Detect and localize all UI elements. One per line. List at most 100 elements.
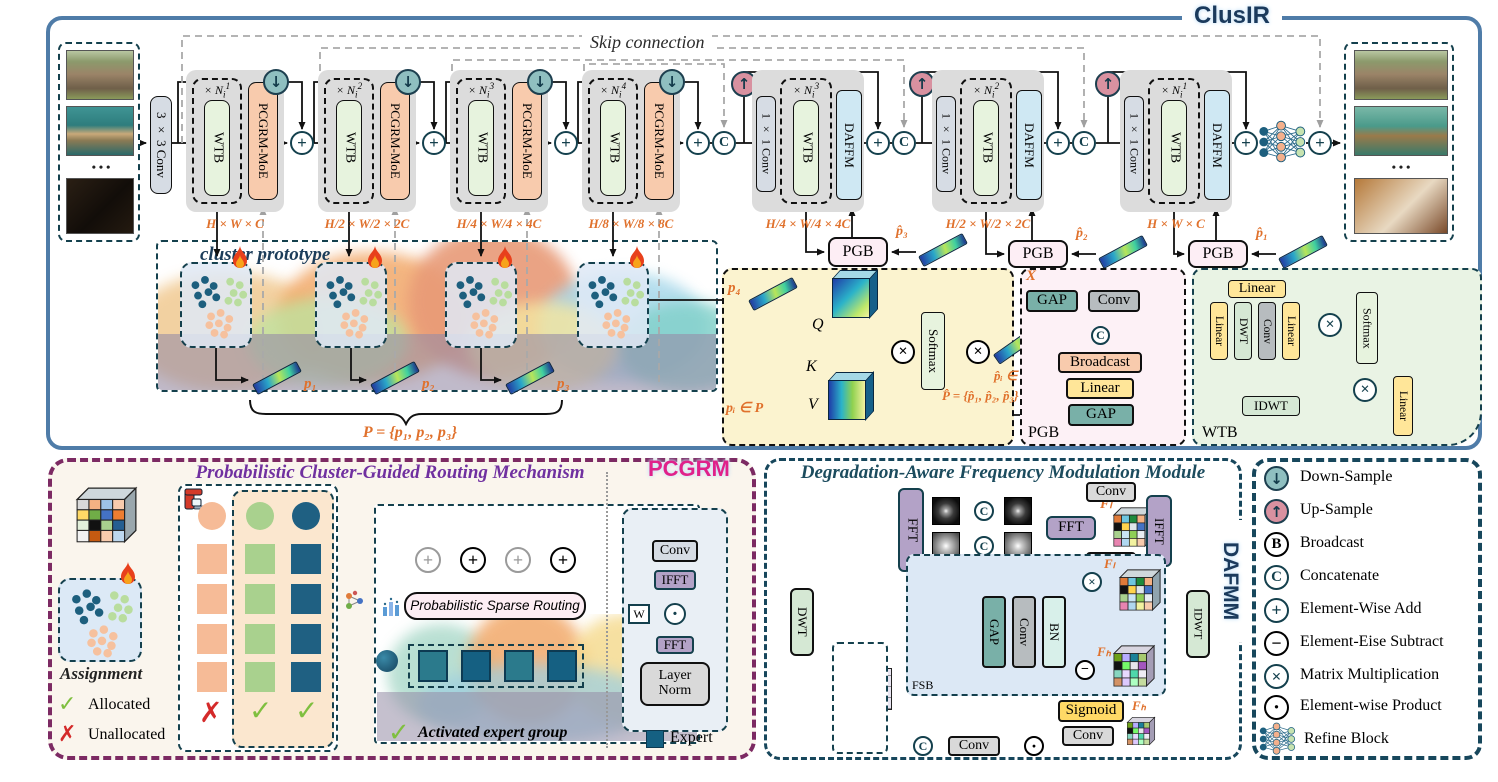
wtb-block-d2: WTB xyxy=(973,100,999,196)
down-sample-icon: ↓ xyxy=(395,69,421,95)
add-icon: + xyxy=(1264,598,1289,623)
concat-op: C xyxy=(1072,131,1096,155)
dafmm-ifft: IFFT xyxy=(1146,495,1172,567)
check-icon: ✓ xyxy=(388,718,410,748)
unalloc-sq xyxy=(197,624,227,654)
prototype-set-label: P = {p₁, p₂, p₃} xyxy=(362,424,458,441)
dim-label-enc1: H × W × C xyxy=(206,216,264,231)
down-sample-icon: ↓ xyxy=(263,69,289,95)
expert-layernorm: Layer Norm xyxy=(640,662,710,706)
cluster-box-1 xyxy=(180,262,252,348)
expert-square xyxy=(461,650,491,682)
dafmm-title: Degradation-Aware Frequency Modulation M… xyxy=(800,462,1206,483)
down-sample-icon: ↓ xyxy=(527,69,553,95)
pcgrm-title: Probabilistic Cluster-Guided Routing Mec… xyxy=(195,462,585,483)
product-icon: · xyxy=(1264,695,1289,720)
check-icon: ✓ xyxy=(295,694,319,727)
up-sample-icon: ↑ xyxy=(909,71,935,97)
pgb-box-3: PGB xyxy=(828,237,888,267)
legend-label: Refine Block xyxy=(1304,730,1389,747)
down-sample-icon: ↓ xyxy=(1264,466,1289,491)
alloc-sq-green xyxy=(245,544,275,574)
dafmm-conv-sig: Conv xyxy=(1062,726,1114,746)
pcgrm-moe-block-2: PCGRM-MoE xyxy=(380,82,410,200)
concat-op: C xyxy=(913,736,933,756)
pcgrm-cluster-box xyxy=(58,578,142,662)
dafmm-fft-h: FFT xyxy=(1046,516,1096,540)
input-image-dark xyxy=(66,178,134,234)
fh2-label: Fₕ xyxy=(1132,698,1146,713)
unalloc-proto-circle xyxy=(198,502,226,530)
rep-label-d3: × Ni3 xyxy=(792,81,820,100)
wtb-linear2: Linear xyxy=(1282,302,1300,360)
alloc-sq-teal xyxy=(291,624,321,654)
legend-label: Matrix Multiplication xyxy=(1300,666,1440,683)
conv1x1-block-d1: 1 × 1 Conv xyxy=(1124,96,1144,192)
concat-op: C xyxy=(974,501,994,521)
subtract-op: − xyxy=(1075,660,1095,680)
add-op: + xyxy=(422,131,446,155)
refine-block-icon xyxy=(1258,119,1308,165)
unalloc-sq xyxy=(197,544,227,574)
alloc-sq-green xyxy=(245,662,275,692)
unalloc-sq xyxy=(197,584,227,614)
dafmm-conv-cat: Conv xyxy=(948,736,1000,756)
value-label: V xyxy=(808,396,818,413)
prototype-ball xyxy=(376,650,398,672)
wtb-group-d3 xyxy=(780,78,832,204)
p4-label: p₄ xyxy=(728,280,741,296)
flame-icon xyxy=(118,562,138,588)
cluster-box-2 xyxy=(315,262,387,348)
fh-fsb-label: Fₕ xyxy=(1097,644,1111,659)
cluster-box-3 xyxy=(445,262,517,348)
wtb-dwt: DWT xyxy=(1234,302,1252,360)
wtb-block-enc1: WTB xyxy=(204,100,230,196)
key-label: K xyxy=(806,358,817,375)
expert-ifft: IFFT xyxy=(654,570,696,590)
add-op: + xyxy=(1308,131,1332,155)
input-image-stack: • • • xyxy=(58,42,140,242)
output-image-elephants xyxy=(1354,50,1448,100)
dim-label-dec1: H × W × C xyxy=(1147,216,1205,231)
dafmm-sigmoid: Sigmoid xyxy=(1058,700,1124,722)
p-hat2-label: p̂₂ xyxy=(1076,226,1088,241)
pcgrm-moe-block-1: PCGRM-MoE xyxy=(248,82,278,200)
broadcast-icon: B xyxy=(1264,532,1289,557)
output-image-stack: • • • xyxy=(1344,42,1454,242)
output-image-bear xyxy=(1354,106,1448,156)
alloc-proto-circle-green xyxy=(246,502,274,530)
fl-top-label: Fₗ xyxy=(1100,497,1112,512)
dim-label-enc2: H/2 × W/2 × 2C xyxy=(324,216,410,231)
rep-label-d1: × Ni1 xyxy=(1160,81,1188,100)
check-icon: ✓ xyxy=(249,694,273,727)
concat-op: C xyxy=(892,131,916,155)
p-set-label: P̂ = {p̂₁, p̂₂, p̂₃} xyxy=(942,388,1019,403)
pgb-linear: Linear xyxy=(1066,378,1134,399)
flame-icon xyxy=(365,246,385,272)
fl-fsb-label: Fₗ xyxy=(1104,556,1115,571)
p3-label: p₃ xyxy=(557,376,570,392)
dafm-block-d2: DAFFM xyxy=(1016,90,1042,200)
input-image-elephants xyxy=(66,50,134,100)
flame-icon xyxy=(627,246,647,272)
legend-label: Down-Sample xyxy=(1300,468,1393,485)
add-op-active: + xyxy=(460,547,486,573)
alloc-sq-teal xyxy=(291,544,321,574)
add-op-inactive: + xyxy=(415,547,441,573)
expert-square xyxy=(418,650,448,682)
legend-label: Element-Wise Add xyxy=(1300,600,1422,617)
pgb-conv: Conv xyxy=(1088,290,1140,312)
fsb-bn: BN xyxy=(1042,596,1066,668)
pcgrm-tag: PCGRM xyxy=(648,456,730,481)
key-cube xyxy=(827,371,875,421)
product-op: · xyxy=(1024,736,1044,756)
spectrum-dark xyxy=(932,497,960,525)
legend-label: Broadcast xyxy=(1300,534,1364,551)
allocated-group-box xyxy=(232,490,334,748)
alloc-sq-teal xyxy=(291,662,321,692)
legend-label: Element-wise Product xyxy=(1300,697,1442,714)
allocated-label: Allocated xyxy=(88,696,151,713)
router-icon xyxy=(346,590,363,609)
wtb-block-enc3: WTB xyxy=(468,100,494,196)
